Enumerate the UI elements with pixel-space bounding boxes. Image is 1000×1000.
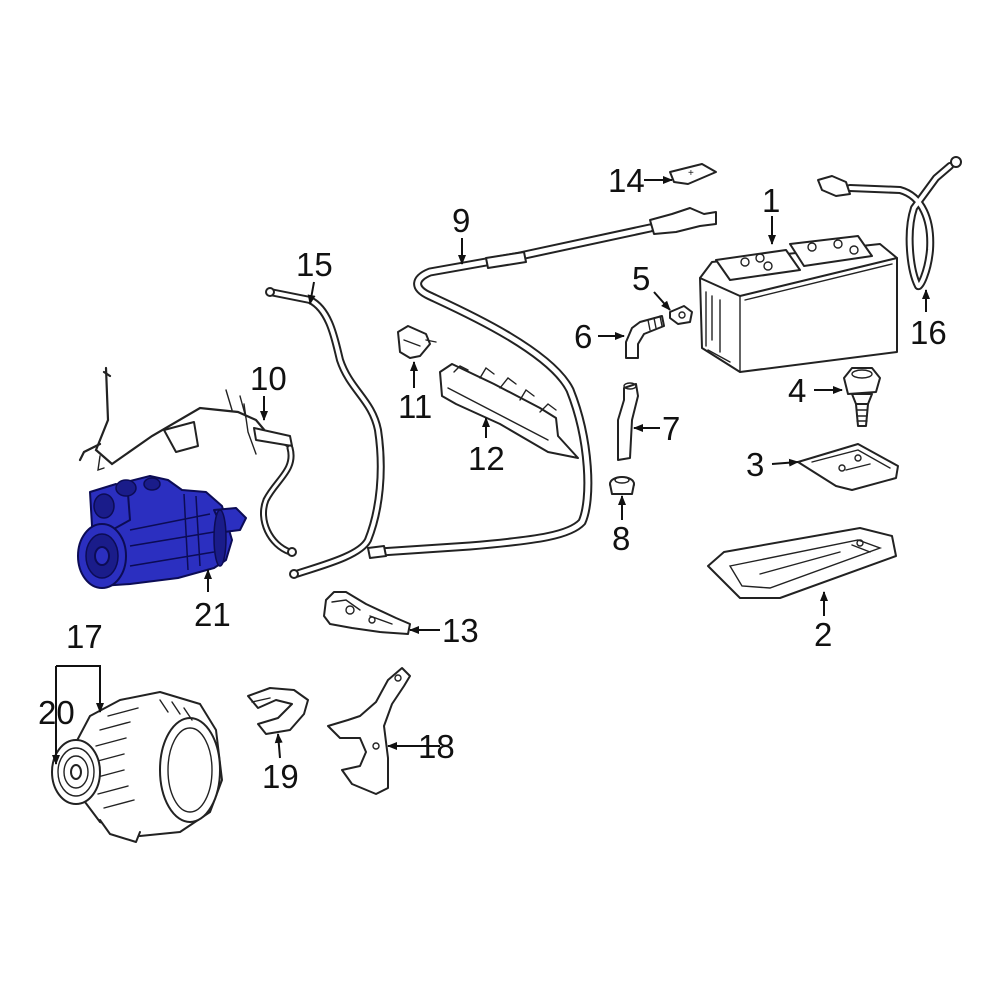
cable-clamp[interactable] <box>247 687 309 735</box>
ground-cable[interactable] <box>265 287 385 579</box>
callout-7: 7 <box>662 410 680 447</box>
leader-5 <box>653 291 671 311</box>
callout-20: 20 <box>38 694 75 731</box>
callout-14: 14 <box>608 162 645 199</box>
callout-2: 2 <box>814 616 832 653</box>
vent-fitting[interactable] <box>669 305 693 325</box>
wiring-harness[interactable] <box>78 366 297 557</box>
callout-21: 21 <box>194 596 231 633</box>
cable-clip[interactable] <box>397 325 437 359</box>
callout-3: 3 <box>746 446 764 483</box>
bolt[interactable] <box>843 367 881 427</box>
callout-17: 17 <box>66 618 103 655</box>
vent-elbow[interactable] <box>625 315 665 359</box>
callout-16: 16 <box>910 314 947 351</box>
leader-17 <box>56 665 104 713</box>
plus-mark: + <box>688 168 694 179</box>
callout-8: 8 <box>612 520 630 557</box>
battery-tray[interactable] <box>707 527 897 599</box>
callout-6: 6 <box>574 318 592 355</box>
terminal-cover[interactable]: + <box>669 163 717 185</box>
pulley[interactable] <box>51 739 101 805</box>
mounting-bracket[interactable] <box>323 591 411 635</box>
callout-12: 12 <box>468 440 505 477</box>
callout-labels: 1 2 3 4 5 6 7 8 9 10 11 12 13 14 15 16 1… <box>38 162 947 795</box>
callout-18: 18 <box>418 728 455 765</box>
starter-motor[interactable] <box>77 475 247 589</box>
grommet[interactable] <box>609 476 635 495</box>
leader-15 <box>307 281 316 305</box>
leader-3 <box>771 458 799 467</box>
battery[interactable] <box>699 235 898 373</box>
leader-19 <box>274 733 283 759</box>
vent-hose[interactable] <box>617 382 639 461</box>
alternator-bracket[interactable] <box>327 667 411 795</box>
callout-9: 9 <box>452 202 470 239</box>
hold-down-bracket[interactable] <box>797 443 899 491</box>
callout-15: 15 <box>296 246 333 283</box>
callout-13: 13 <box>442 612 479 649</box>
callout-5: 5 <box>632 260 650 297</box>
callout-19: 19 <box>262 758 299 795</box>
callout-11: 11 <box>398 388 432 425</box>
battery-cable[interactable] <box>367 207 717 559</box>
cable-channel[interactable] <box>439 363 579 459</box>
callout-1: 1 <box>762 182 780 219</box>
callout-4: 4 <box>788 372 806 409</box>
alternator[interactable] <box>71 691 223 843</box>
positive-cable[interactable] <box>817 156 962 291</box>
callout-10: 10 <box>250 360 287 397</box>
callout-leaders <box>52 176 930 765</box>
